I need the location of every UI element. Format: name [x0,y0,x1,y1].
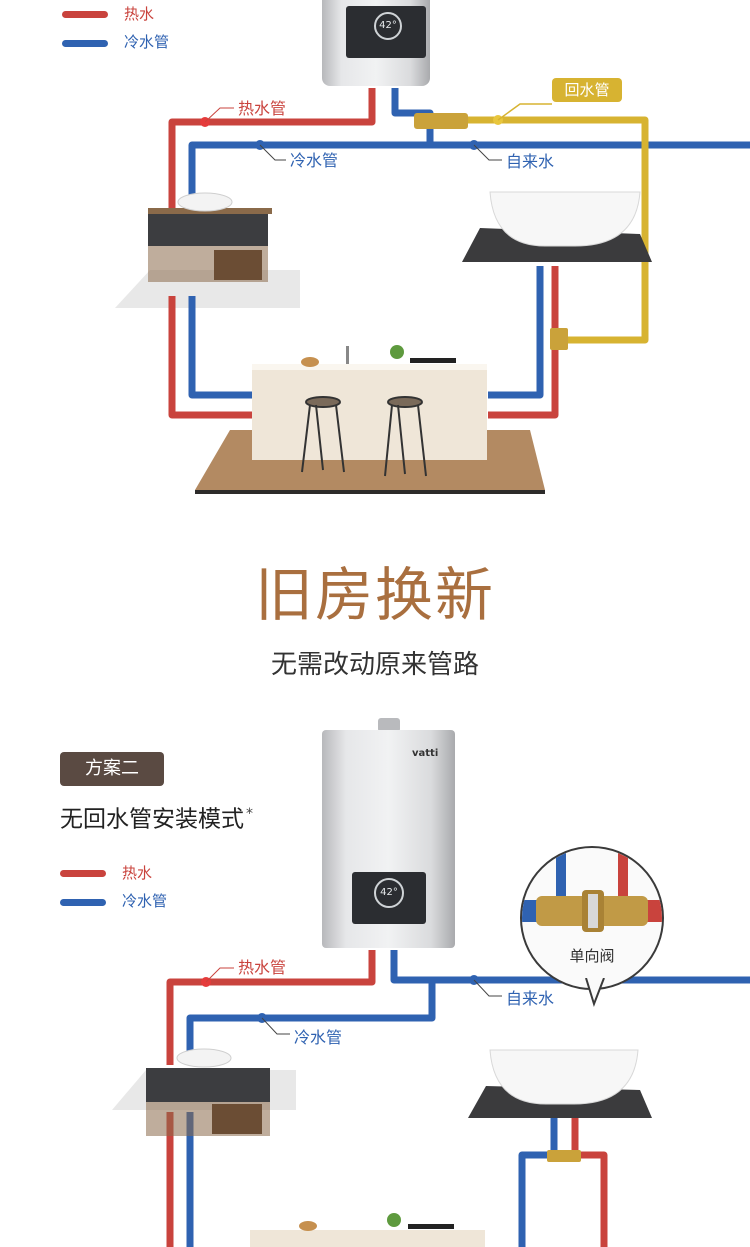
legend-cold-label-bottom: 冷水管 [122,892,167,910]
kitchen-island-bottom [250,1230,485,1247]
tap-water-label: 自来水 [506,989,554,1009]
check-valve-illustration [522,848,662,988]
hero-title: 旧房换新 [0,560,750,630]
hot-pipe-label-top: 热水管 [238,99,286,119]
heater-brand: vatti [412,748,438,759]
tap-water-label-top: 自来水 [506,152,554,172]
return-pipe-badge: 回水管 [552,78,622,102]
wash-basin-bottom [177,1049,231,1067]
kitchen-island [252,368,487,460]
bathroom-vanity-bottom [146,1068,270,1102]
legend-hot-line-bottom [60,870,106,877]
cold-pipe-label-top: 冷水管 [290,151,338,171]
pipe-diagram-bottom [0,940,750,1247]
legend-hot-label-bottom: 热水 [122,864,152,882]
plan-title: 无回水管安装模式* [60,798,253,836]
pipe-diagram-top [0,0,750,500]
cold-pipe-label: 冷水管 [294,1028,342,1048]
check-valve-fitting [547,1150,581,1162]
check-valve-callout: 单向阀 [520,846,664,990]
wash-basin [178,193,232,211]
bathroom-vanity [148,212,268,246]
hero-subtitle: 无需改动原来管路 [0,648,750,682]
return-valve [414,113,468,129]
plan-tag: 方案二 [60,752,164,786]
plan-title-text: 无回水管安装模式 [60,807,244,833]
legend-cold-line-bottom [60,899,106,906]
hot-pipe-label: 热水管 [238,958,286,978]
check-valve-label: 单向阀 [522,945,662,966]
plan-footnote-mark: * [246,806,253,822]
temperature-display: 42° [374,878,404,908]
callout-pointer [584,978,608,1008]
